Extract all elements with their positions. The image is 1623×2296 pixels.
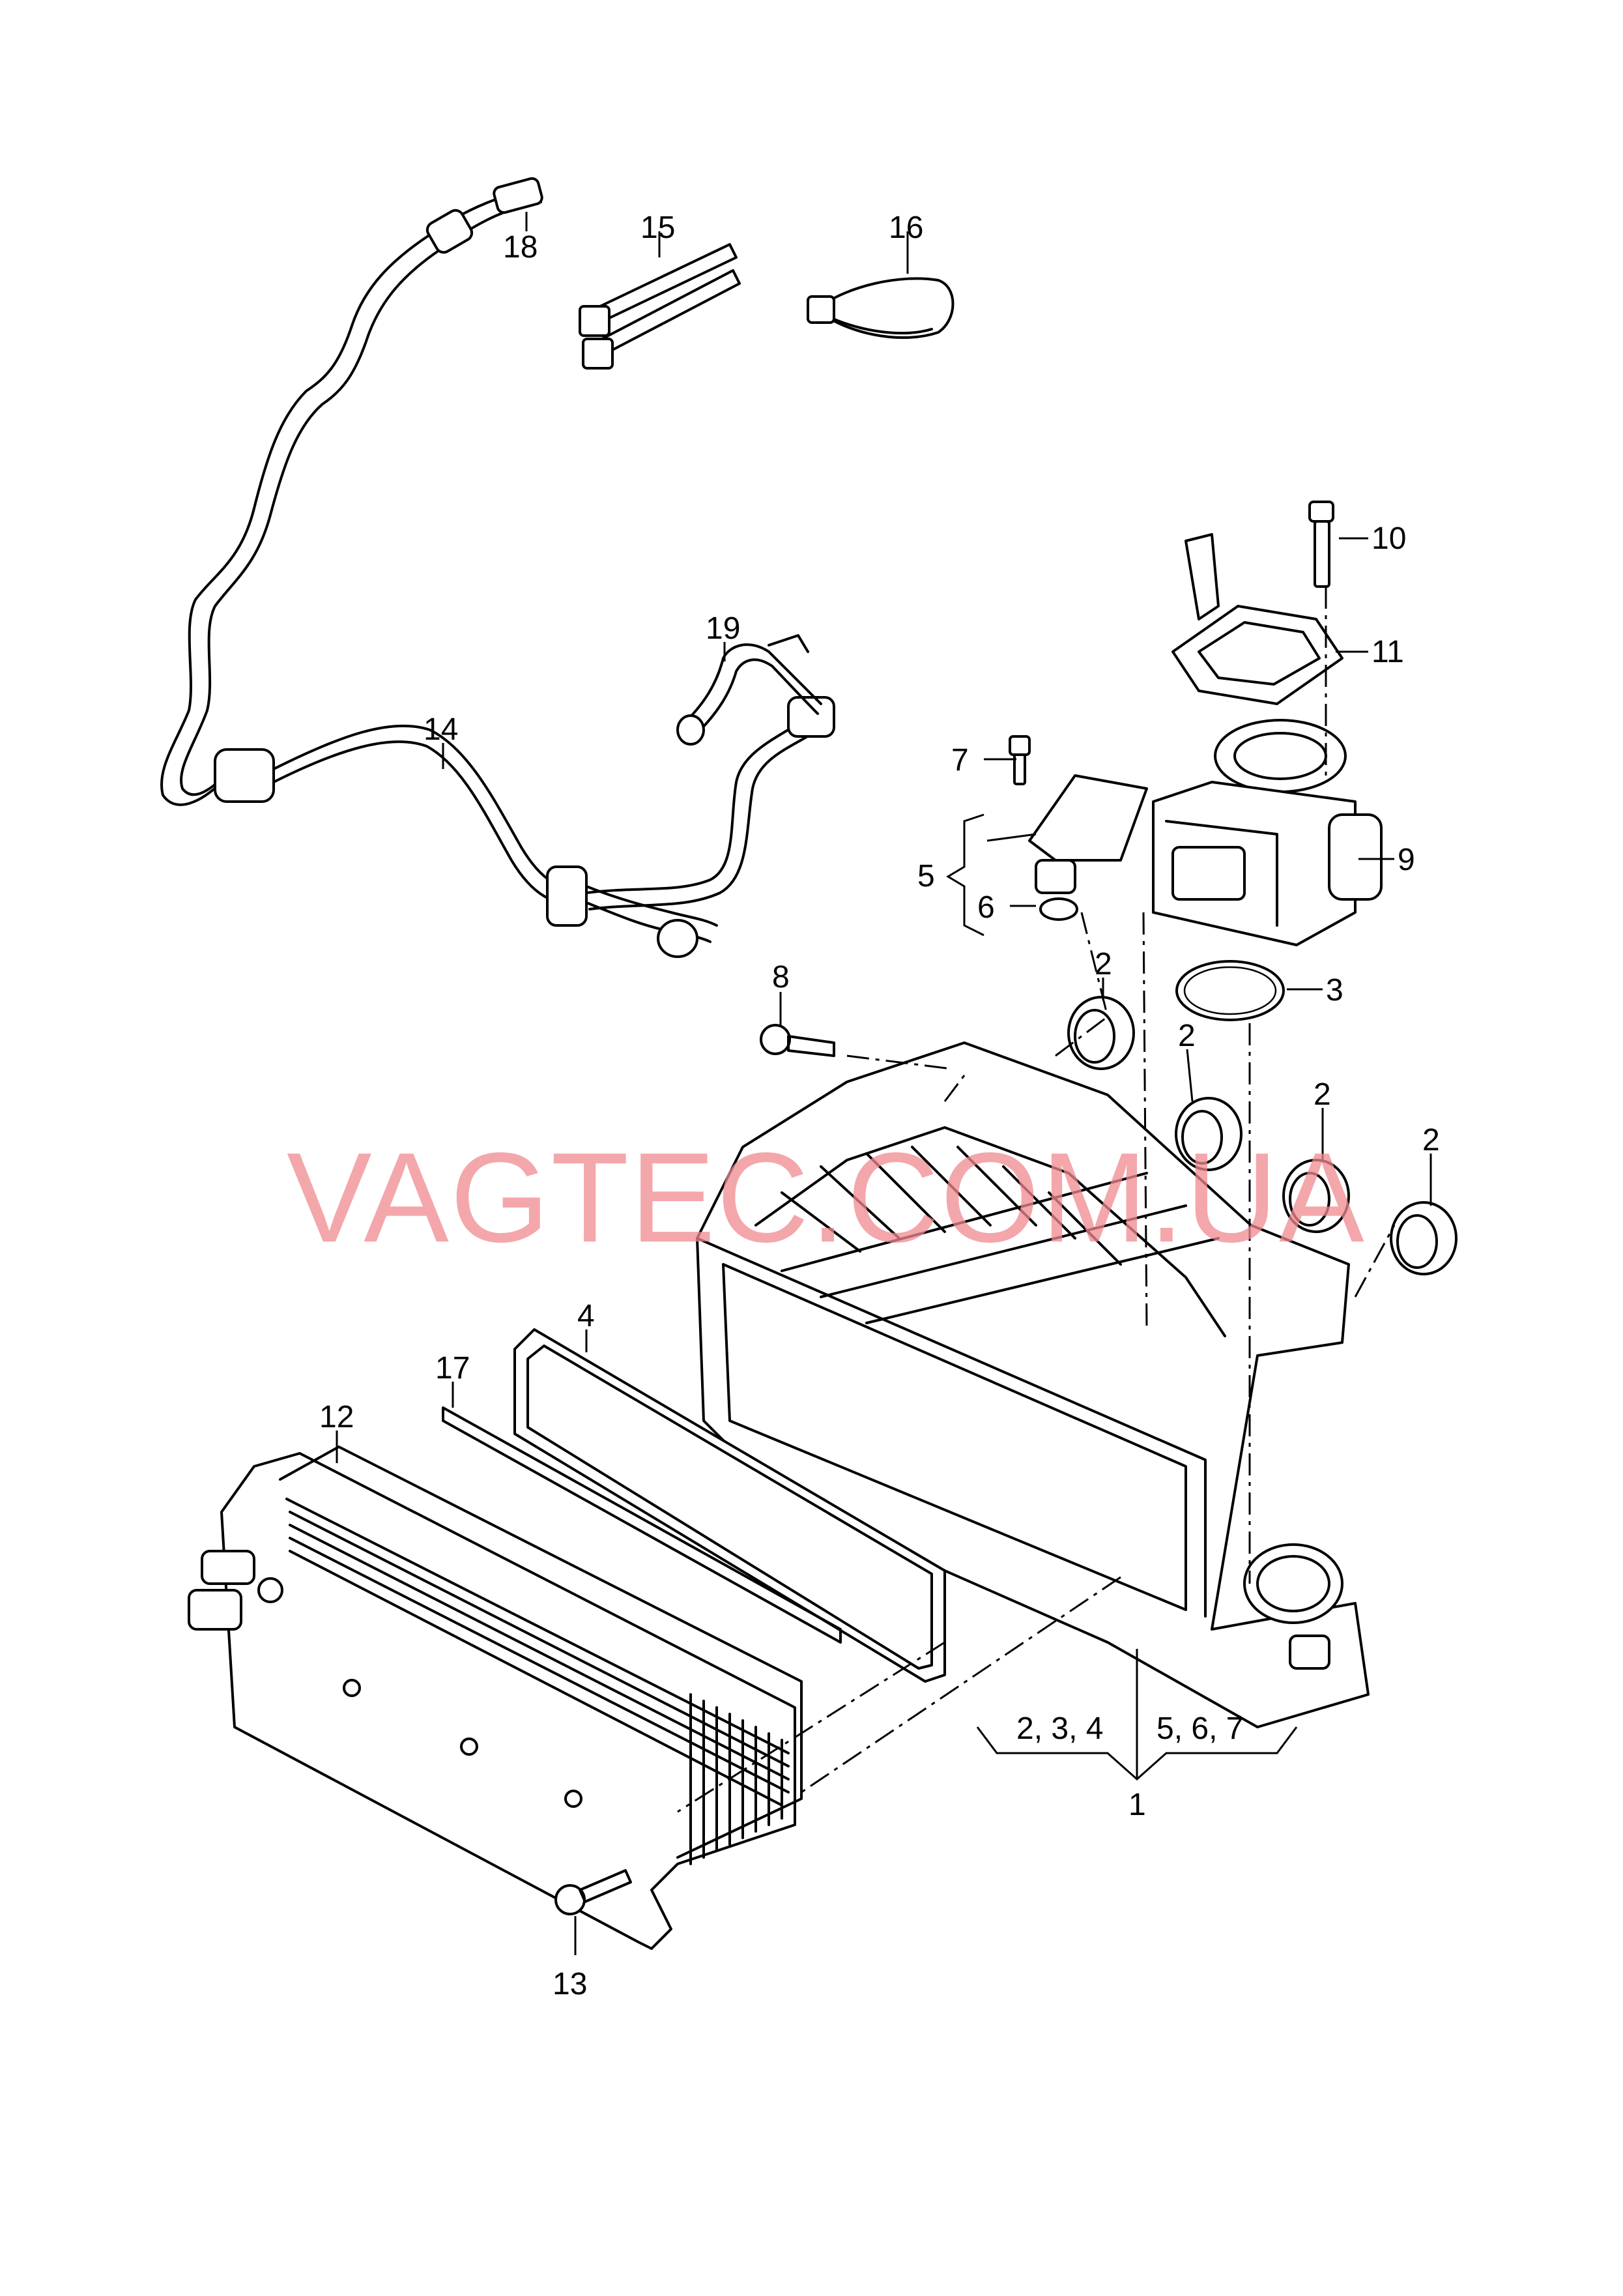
group-left-label: 2, 3, 4	[1016, 1711, 1103, 1746]
callout-labels: 18 15 16 10 11 19 14 7 9 5 6 2 3 8 2 2 2…	[319, 211, 1440, 2001]
group-right-label: 5, 6, 7	[1156, 1711, 1243, 1746]
coolant-hose-14	[160, 188, 835, 958]
hose-end-18	[425, 177, 543, 254]
callout-14: 14	[424, 712, 458, 747]
alignment-lines	[677, 587, 1396, 1813]
callout-3: 3	[1326, 973, 1343, 1008]
callout-12: 12	[319, 1400, 354, 1434]
callout-17: 17	[435, 1351, 470, 1386]
callout-9: 9	[1398, 843, 1415, 877]
bolt-8	[760, 1024, 835, 1057]
cable-tie-15	[579, 243, 741, 370]
callout-2d: 2	[1422, 1123, 1440, 1157]
callout-19: 19	[706, 611, 740, 646]
o-ring-3	[1175, 960, 1285, 1021]
callout-15: 15	[640, 211, 675, 245]
bolt-10	[1308, 501, 1334, 588]
seal-rings-2	[1067, 996, 1458, 1275]
watermark: VAGTEC.COM.UA	[287, 1126, 1366, 1269]
callout-4: 4	[577, 1299, 595, 1333]
seal-6	[1039, 897, 1078, 921]
bolt-13	[554, 1869, 632, 1915]
callout-1: 1	[1128, 1788, 1146, 1822]
strip-17	[442, 1406, 842, 1644]
intercooler-12	[188, 1446, 803, 1950]
pressure-sensor-5	[1009, 735, 1148, 921]
callout-13: 13	[553, 1967, 587, 2001]
hose-19	[676, 634, 822, 746]
hose-connector	[214, 748, 275, 803]
callout-18: 18	[503, 230, 538, 265]
callout-10: 10	[1372, 521, 1406, 556]
gasket-4	[513, 1328, 946, 1683]
callout-8: 8	[772, 960, 790, 995]
callout-2c: 2	[1314, 1077, 1331, 1112]
hose-clamp-16	[807, 277, 955, 340]
callout-16: 16	[889, 211, 923, 245]
throttle-body-9	[1152, 719, 1383, 946]
callout-5: 5	[917, 859, 935, 894]
leader-lines	[336, 212, 1432, 1955]
callout-11: 11	[1372, 635, 1404, 669]
intake-manifold-1	[696, 1041, 1370, 1728]
bracket-11	[1171, 533, 1343, 705]
callout-2a: 2	[1095, 947, 1112, 981]
callout-6: 6	[977, 890, 995, 925]
callout-2b: 2	[1178, 1019, 1196, 1053]
callout-7: 7	[951, 743, 969, 777]
